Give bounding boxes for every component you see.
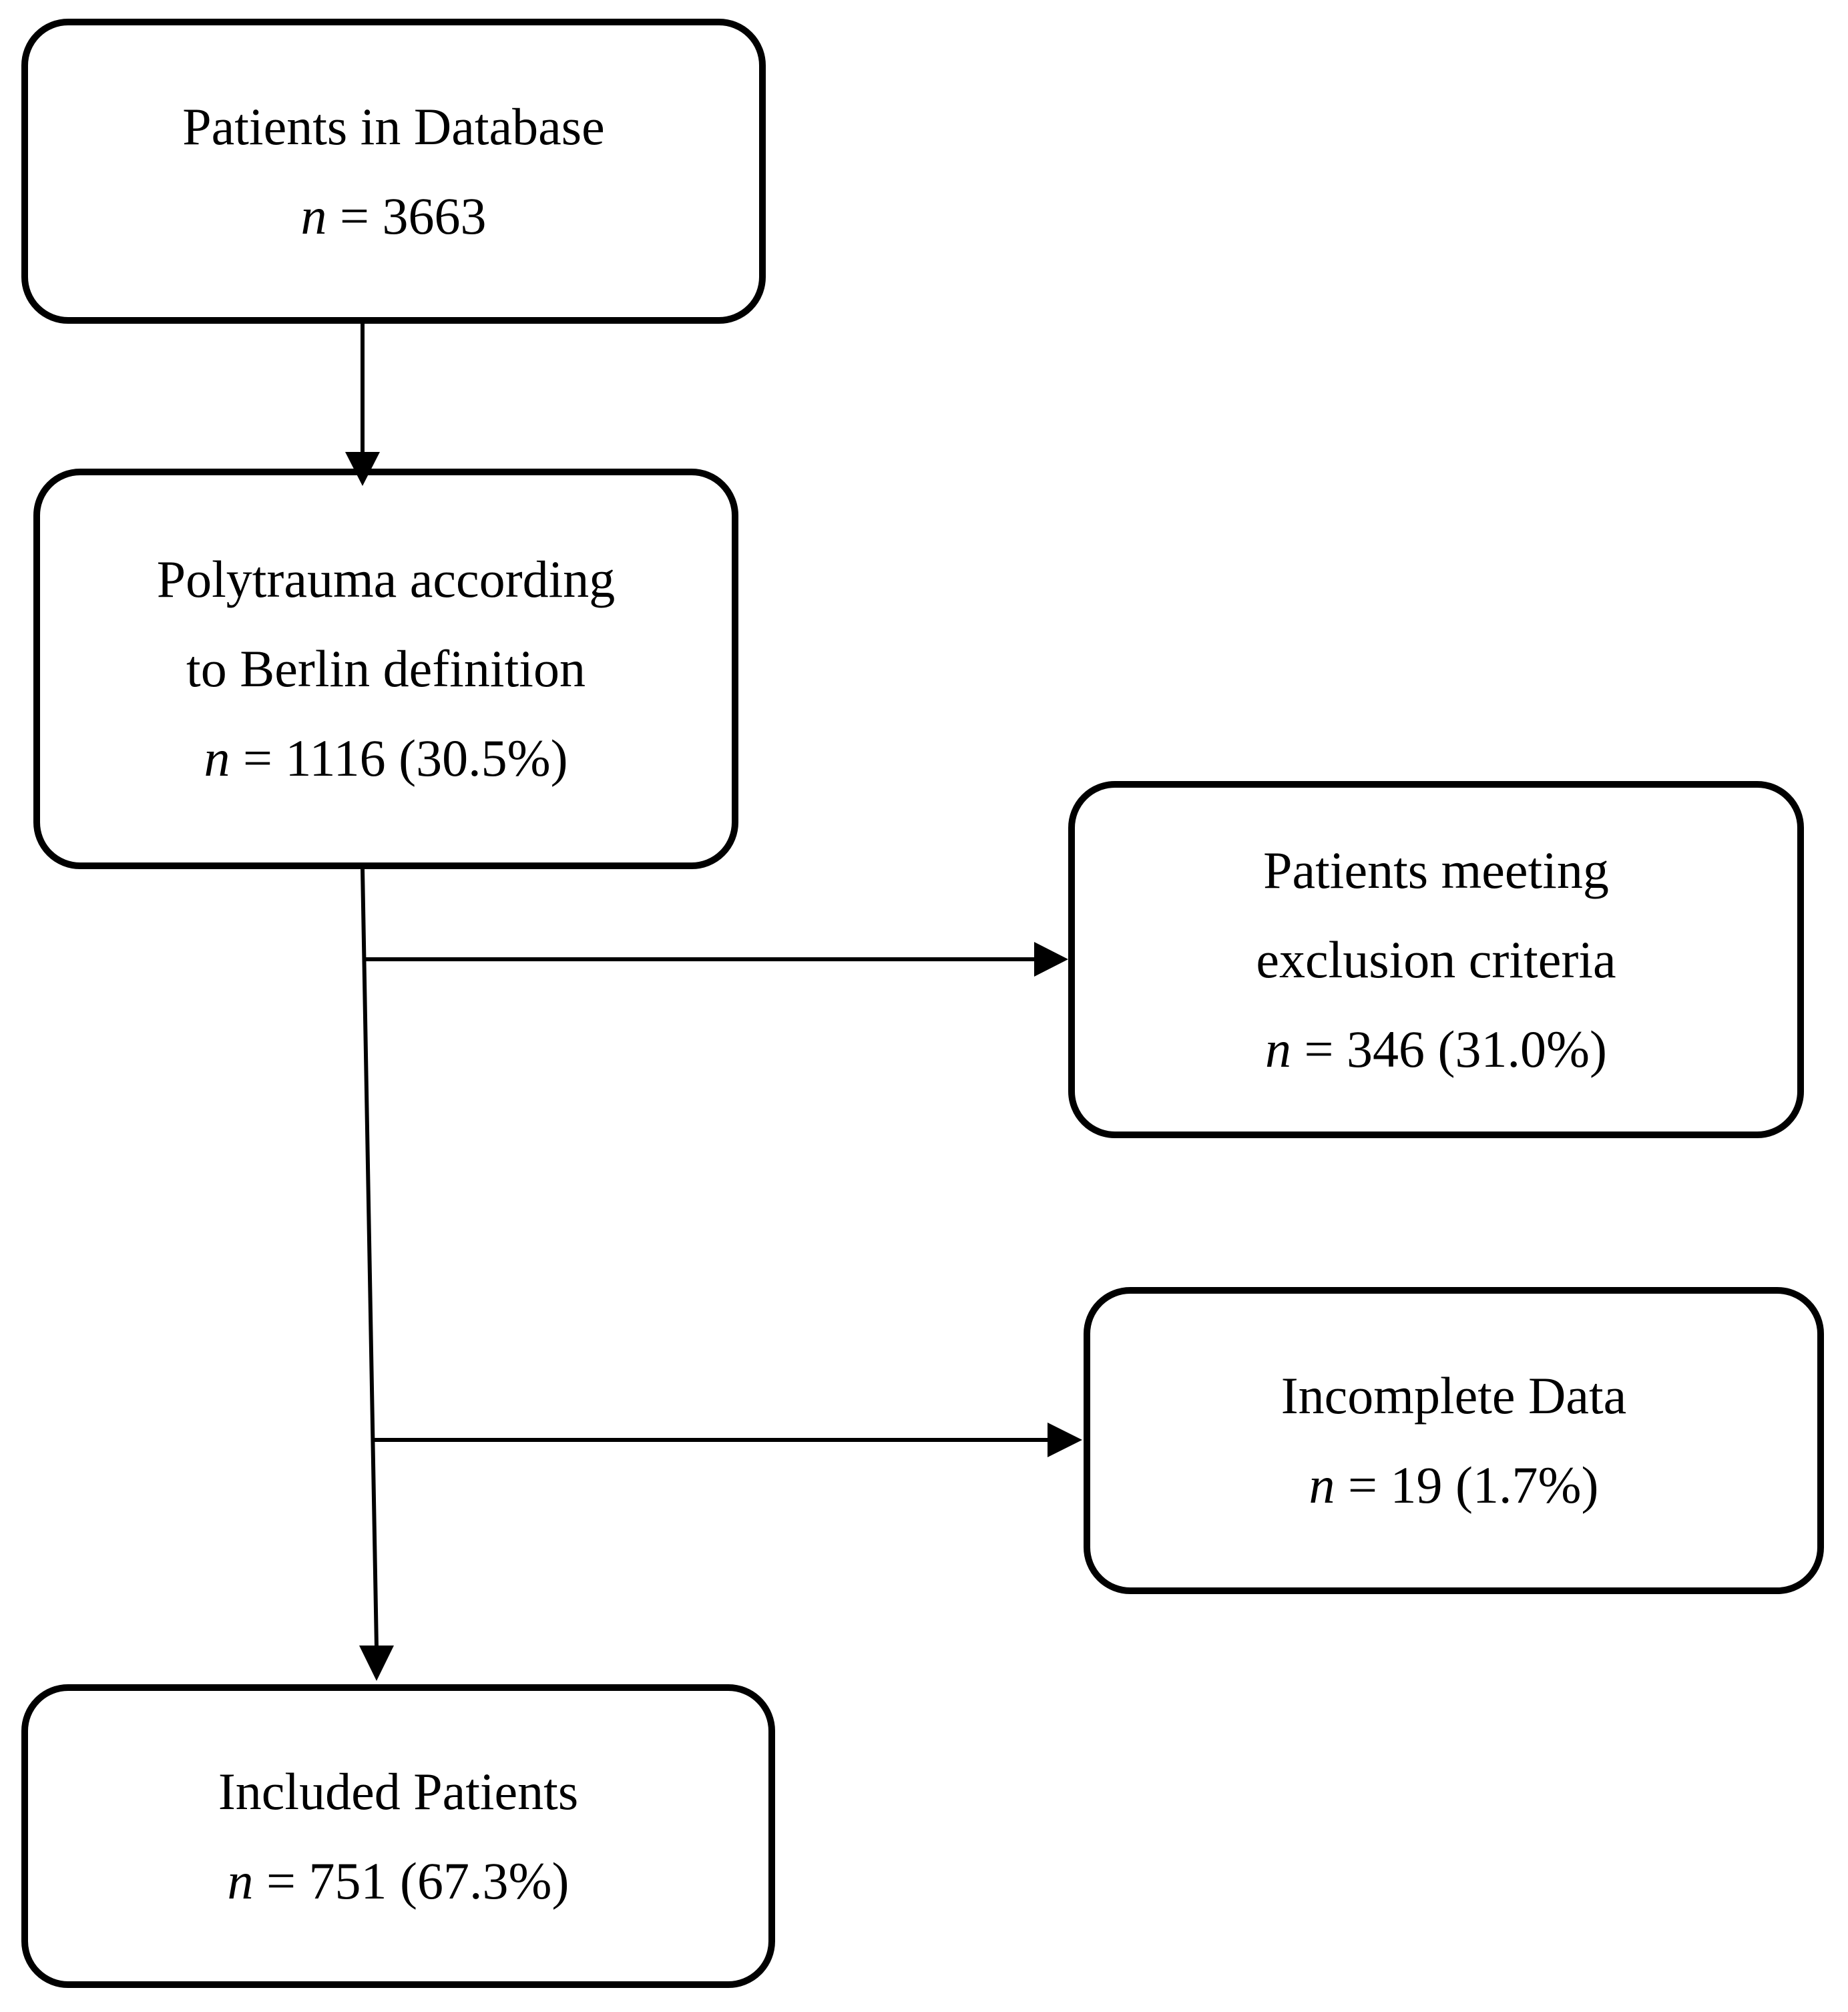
n-value: = 751 (67.3%) [253,1851,569,1910]
n-symbol: n [300,186,327,245]
node-title: Polytrauma according [156,550,616,608]
node-title: Incomplete Data [1281,1366,1627,1425]
n-symbol: n [204,729,230,787]
node-title: Patients in Database [182,97,605,156]
n-value: = 1116 (30.5%) [230,729,568,787]
node-incomplete-data: Incomplete Data n = 19 (1.7%) [1084,1287,1824,1594]
arrow-to-incomplete-head [1048,1423,1082,1457]
node-polytrauma-berlin-definition: Polytrauma according to Berlin definitio… [33,469,738,869]
node-included-patients: Included Patients n = 751 (67.3%) [21,1684,775,1988]
node-count: n = 19 (1.7%) [1309,1441,1599,1530]
n-value: = 19 (1.7%) [1335,1456,1599,1514]
node-count: n = 1116 (30.5%) [204,714,567,803]
n-symbol: n [227,1851,254,1910]
node-exclusion-criteria: Patients meeting exclusion criteria n = … [1068,781,1804,1138]
arrow-to-exclusion-head [1034,942,1068,977]
node-count: n = 346 (31.0%) [1265,1005,1607,1094]
node-count: n = 751 (67.3%) [228,1836,569,1926]
node-title: Included Patients [218,1762,579,1820]
arrow-polytrauma-to-included-head [359,1646,394,1681]
node-patients-in-database: Patients in Database n = 3663 [21,19,766,324]
n-symbol: n [1309,1456,1335,1514]
node-title-line2: to Berlin definition [186,640,586,698]
n-symbol: n [1265,1019,1292,1078]
arrow-polytrauma-to-included-line [361,868,379,1648]
node-title: Patients meeting [1263,840,1609,899]
node-title-line2: exclusion criteria [1256,930,1616,989]
node-count: n = 3663 [301,172,487,261]
n-value: = 3663 [326,186,487,245]
n-value: = 346 (31.0%) [1291,1019,1607,1078]
